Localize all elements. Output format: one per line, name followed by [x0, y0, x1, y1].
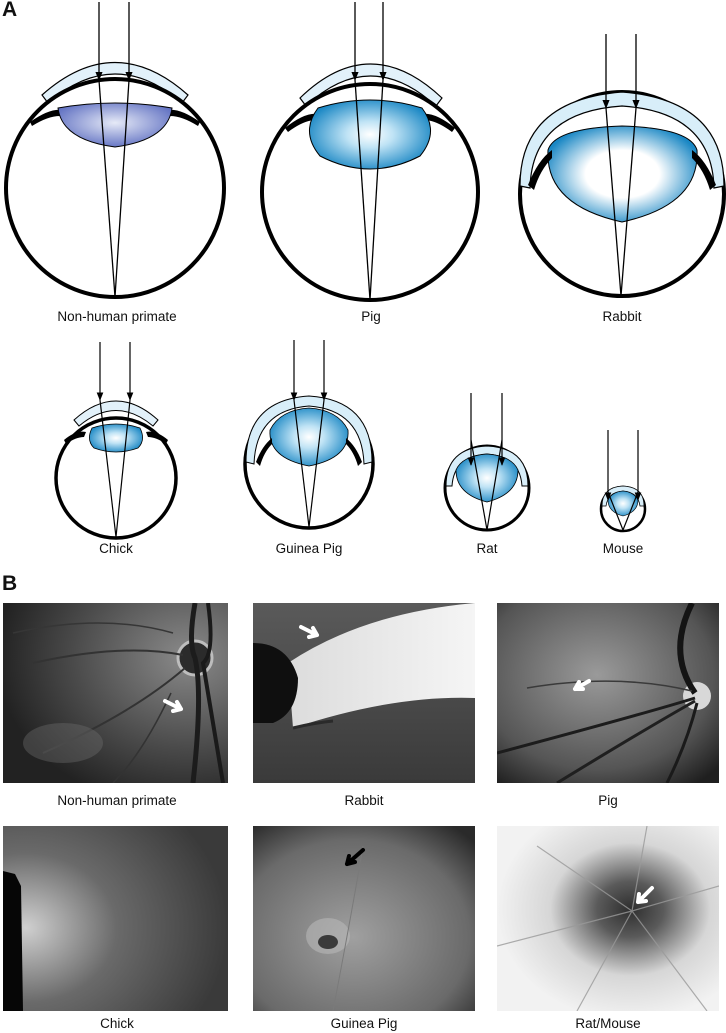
eye-schematics: [4, 2, 726, 540]
eye-rat: [443, 393, 531, 532]
caption-eye-chick: Chick: [99, 541, 133, 556]
eye-mouse: [599, 430, 647, 533]
caption-fundus-rabbit: Rabbit: [344, 793, 384, 808]
fundus-image-rat-mouse: [497, 826, 719, 1011]
caption-eye-guinea-pig: Guinea Pig: [275, 541, 343, 556]
caption-eye-mouse: Mouse: [602, 541, 644, 556]
caption-fundus-guinea-pig: Guinea Pig: [330, 1016, 398, 1031]
panel-b-label: B: [2, 572, 18, 595]
arrow-icon: [636, 886, 654, 904]
arrow-icon: [299, 625, 319, 639]
caption-eye-rabbit: Rabbit: [602, 309, 642, 324]
caption-fundus-pig: Pig: [598, 793, 618, 808]
eye-rabbit: [518, 34, 726, 298]
fundus-image-pig: [497, 603, 719, 783]
eye-non-human-primate: [4, 2, 226, 299]
arrow-icon: [345, 848, 365, 866]
fundus-image-non-human-primate: [3, 603, 228, 783]
arrow-icon: [573, 679, 591, 691]
caption-fundus-chick: Chick: [100, 1016, 134, 1031]
caption-fundus-rat-mouse: Rat/Mouse: [575, 1016, 641, 1031]
eye-guinea-pig: [243, 340, 375, 530]
caption-eye-non-human-primate: Non-human primate: [57, 309, 177, 324]
eye-chick: [54, 342, 178, 540]
arrow-icon: [163, 699, 183, 713]
fundus-image-guinea-pig: [253, 826, 475, 1011]
fundus-image-chick: [3, 826, 228, 1011]
fundus-image-rabbit: [253, 603, 475, 783]
panel-a-label: A: [2, 0, 18, 21]
caption-eye-pig: Pig: [361, 309, 381, 324]
eye-pig: [260, 2, 480, 302]
caption-eye-rat: Rat: [476, 541, 498, 556]
caption-fundus-non-human-primate: Non-human primate: [57, 793, 177, 808]
